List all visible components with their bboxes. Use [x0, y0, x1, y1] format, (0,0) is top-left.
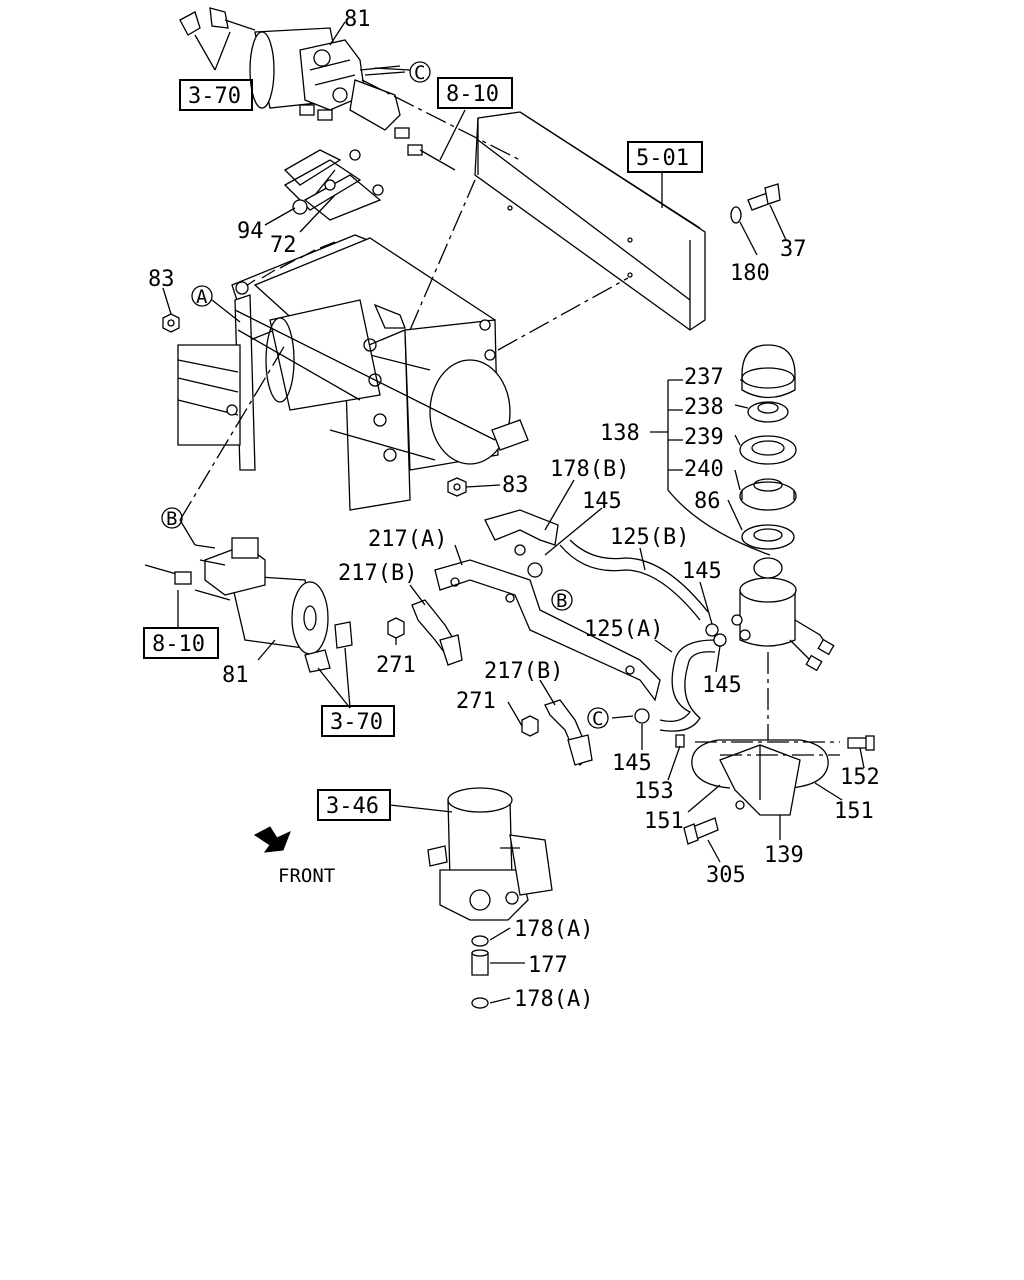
- hose-125a: [659, 639, 716, 732]
- frame-rail: [474, 111, 706, 331]
- bottom-motor-assembly: [144, 537, 353, 673]
- callout-237: 237: [684, 365, 724, 390]
- callout-145-r1: 145: [682, 559, 722, 584]
- callout-177: 177: [528, 953, 568, 978]
- callout-145-top: 145: [582, 489, 622, 514]
- ref-box-3-70-top: 3-70: [179, 79, 253, 111]
- bolt-271-left: [387, 617, 405, 639]
- callout-83-mid: 83: [502, 473, 529, 498]
- callout-81-top: 81: [344, 7, 371, 32]
- bracket-217b-bottom: [544, 699, 593, 767]
- fitting-178a-top: [471, 935, 489, 947]
- callout-83-left: 83: [148, 267, 175, 292]
- front-label: FRONT: [278, 865, 335, 887]
- callout-94: 94: [237, 219, 264, 244]
- leader-lines: [162, 21, 865, 1004]
- clamp-178b: [484, 509, 559, 556]
- bracket-139: [719, 744, 801, 816]
- callout-139: 139: [764, 843, 804, 868]
- tank-cradle: [177, 234, 529, 511]
- hose-125b: [559, 539, 709, 621]
- clip-145: [527, 562, 727, 724]
- bolt-271-bottom: [521, 715, 539, 737]
- ref-box-3-70-bottom: 3-70: [321, 705, 395, 737]
- bolt-37: [747, 183, 781, 211]
- svg-text:8-10: 8-10: [446, 82, 499, 107]
- callout-178b: 178(B): [550, 457, 629, 482]
- callout-180: 180: [730, 261, 770, 286]
- band-clamps-151: [691, 739, 829, 789]
- callout-81-bottom: 81: [222, 663, 249, 688]
- svg-text:B: B: [166, 508, 177, 530]
- callout-178a-top: 178(A): [514, 917, 593, 942]
- callout-72: 72: [270, 233, 297, 258]
- callout-238: 238: [684, 395, 724, 420]
- callout-217a: 217(A): [368, 527, 447, 552]
- callout-240: 240: [684, 457, 724, 482]
- svg-text:3-70: 3-70: [188, 84, 241, 109]
- bracket-217b-top: [411, 599, 463, 666]
- callout-239: 239: [684, 425, 724, 450]
- ref-box-8-10-left: 8-10: [143, 627, 219, 659]
- callout-145-r2: 145: [702, 673, 742, 698]
- ring-239: [739, 435, 797, 465]
- ref-box-3-46: 3-46: [317, 789, 391, 821]
- bolt-152: [847, 735, 875, 751]
- callout-37: 37: [780, 237, 807, 262]
- fitting-178a-bottom: [471, 997, 489, 1009]
- svg-text:C: C: [414, 62, 425, 84]
- marker-c-top: C: [409, 61, 431, 84]
- svg-text:8-10: 8-10: [152, 632, 205, 657]
- svg-text:C: C: [592, 708, 603, 730]
- callout-153: 153: [634, 779, 674, 804]
- callout-152: 152: [840, 765, 880, 790]
- top-motor-assembly: [179, 7, 456, 171]
- seal-86: [741, 524, 795, 550]
- marker-c-bottom: C: [587, 707, 609, 730]
- callout-271-left: 271: [376, 653, 416, 678]
- callout-151-left: 151: [644, 809, 684, 834]
- reservoir-cap-237: [741, 344, 796, 399]
- fitting-177: [471, 949, 489, 976]
- nut-83-left: [162, 313, 180, 333]
- callout-125b: 125(B): [610, 525, 689, 550]
- svg-text:3-46: 3-46: [326, 794, 379, 819]
- svg-text:3-70: 3-70: [330, 710, 383, 735]
- ref-box-8-10-top: 8-10: [437, 77, 513, 109]
- callout-305: 305: [706, 863, 746, 888]
- svg-text:B: B: [556, 590, 567, 612]
- callout-125a: 125(A): [584, 617, 663, 642]
- reservoir-body: [731, 557, 835, 672]
- callout-151-right: 151: [834, 799, 874, 824]
- bracket-217a: [434, 559, 661, 702]
- marker-a: A: [191, 285, 213, 308]
- bracket-plates: [283, 149, 384, 221]
- nut-83-mid: [447, 477, 467, 497]
- connection-lines: [179, 79, 840, 849]
- callout-145-bottom: 145: [612, 751, 652, 776]
- marker-b-left: B: [161, 507, 183, 530]
- svg-text:5-01: 5-01: [636, 146, 689, 171]
- callout-271-bottom: 271: [456, 689, 496, 714]
- front-arrow-icon: [254, 826, 291, 853]
- callout-86: 86: [694, 489, 721, 514]
- svg-text:A: A: [196, 286, 208, 308]
- callout-217b-top: 217(B): [338, 561, 417, 586]
- seal-238: [747, 401, 789, 423]
- washer-180: [730, 206, 742, 224]
- callout-138: 138: [600, 421, 640, 446]
- callout-217b-bottom: 217(B): [484, 659, 563, 684]
- marker-b-center: B: [551, 589, 573, 612]
- filter-240: [739, 478, 797, 511]
- ref-box-5-01: 5-01: [627, 141, 703, 173]
- bolt-305: [683, 817, 719, 845]
- nut-153: [675, 734, 685, 748]
- air-dryer-assembly: [427, 787, 553, 921]
- callout-178a-bottom: 178(A): [514, 987, 593, 1012]
